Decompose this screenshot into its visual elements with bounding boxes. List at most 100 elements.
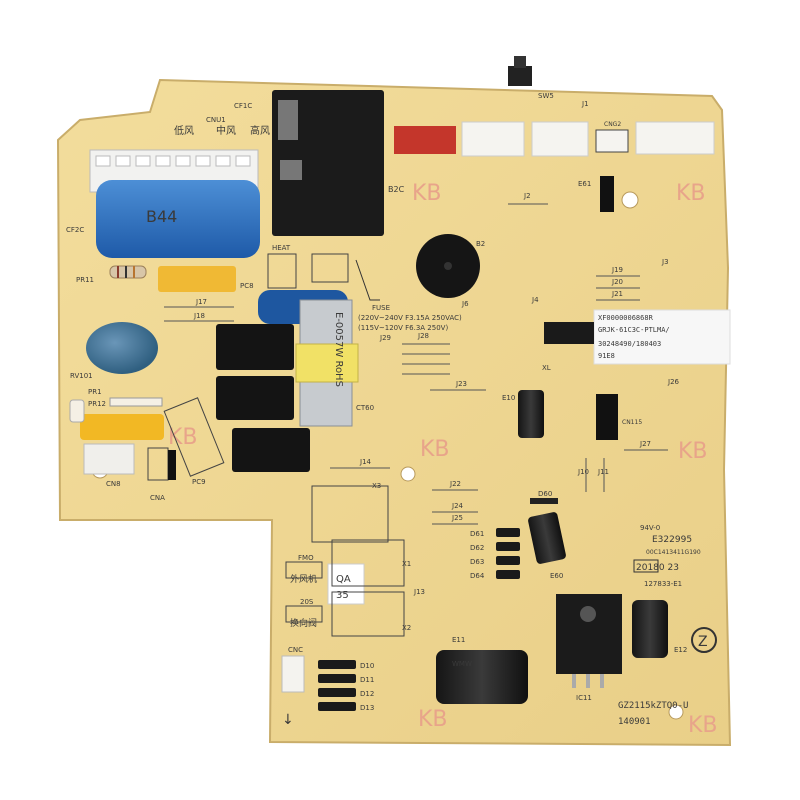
fuse-text-2: (220V~240V F3.15A 250VAC) (358, 314, 462, 322)
label-e11: E11 (452, 636, 465, 644)
part-sticker-line2: GRJK-61C3C-PTLMA/ (598, 326, 670, 334)
label-pr11: PR11 (76, 276, 94, 284)
kb-watermark: KB (412, 181, 442, 206)
label-ct60: CT60 (356, 404, 374, 412)
label-cf2c: CF2C (66, 226, 84, 234)
label-j11: J11 (597, 468, 609, 476)
mounting-hole (668, 704, 684, 720)
mounting-hole (621, 191, 639, 209)
model-code: GZ2115kZTQ0-U (618, 701, 688, 711)
label-cf1c: CF1C (234, 102, 252, 110)
label-d61: D61 (470, 530, 484, 538)
label-j20: J20 (611, 278, 623, 286)
ul-code: 00C1413411G190 (646, 549, 701, 556)
regulator-ic11 (556, 594, 622, 674)
label-outdoor-fan: 外风机 (290, 573, 317, 585)
connector-white (635, 121, 715, 155)
label-j6: J6 (461, 300, 469, 308)
label-ic11: IC11 (576, 694, 592, 702)
label-j27: J27 (639, 440, 651, 448)
fan-capacitor (96, 180, 260, 258)
label-cnc: CNC (288, 646, 303, 654)
capacitor-pc8 (158, 266, 236, 292)
qa-line2: 35 (336, 590, 349, 601)
varistor (86, 322, 158, 374)
label-d62: D62 (470, 544, 484, 552)
label-d12: D12 (360, 690, 374, 698)
board-code: 140901 (618, 717, 651, 727)
label-j26: J26 (667, 378, 680, 386)
label-j19: J19 (611, 266, 623, 274)
connector-cn8 (83, 443, 135, 475)
connector-white (531, 121, 589, 157)
capacitor-e60 (528, 512, 566, 564)
label-cna: CNA (150, 494, 165, 502)
capacitor-e10 (518, 390, 544, 438)
part-code: 127833-E1 (644, 580, 682, 588)
label-j13: J13 (413, 588, 425, 596)
label-j24: J24 (451, 502, 464, 510)
label-j4: J4 (531, 296, 539, 304)
label-fan-low: 低风 (174, 124, 194, 137)
zone-mark: Z (698, 634, 708, 650)
connector-cng2 (595, 129, 629, 153)
capacitor-e12 (632, 600, 668, 658)
label-cn8: CN8 (106, 480, 121, 488)
label-pc9: PC9 (192, 478, 206, 486)
cap-text: WMW (452, 660, 472, 668)
label-j2: J2 (523, 192, 531, 200)
ul-file: E322995 (652, 535, 692, 545)
label-heat: HEAT (272, 244, 291, 252)
label-e10: E10 (502, 394, 515, 402)
connector-red (394, 126, 456, 154)
label-j18: J18 (193, 312, 205, 320)
capacitor-e11 (436, 650, 528, 704)
main-relay (272, 90, 384, 236)
label-e61: E61 (578, 180, 591, 188)
part-sticker-line1: XF0000006868R (598, 314, 654, 322)
label-x2: X2 (402, 624, 411, 632)
kb-watermark: KB (678, 439, 708, 464)
kb-watermark: KB (676, 181, 706, 206)
label-x1: X1 (402, 560, 411, 568)
header-e61 (600, 176, 614, 212)
label-d60: D60 (538, 490, 552, 498)
label-20s: 20S (300, 598, 314, 606)
svg-text:B44: B44 (146, 207, 177, 226)
ul-grade: 94V-0 (640, 524, 660, 532)
label-j28: J28 (417, 332, 429, 340)
label-j1: J1 (581, 100, 589, 108)
label-j23: J23 (455, 380, 467, 388)
label-pr12: PR12 (88, 400, 106, 408)
part-sticker (593, 309, 731, 365)
part-sticker-line4: 91E8 (598, 352, 615, 360)
relay (216, 376, 294, 420)
label-fan-high: 高风 (250, 124, 270, 137)
kb-watermark: KB (168, 425, 198, 450)
label-d13: D13 (360, 704, 374, 712)
label-e12: E12 (674, 646, 687, 654)
label-j10: J10 (577, 468, 589, 476)
header-cn115 (596, 394, 618, 440)
label-j3: J3 (661, 258, 669, 266)
label-cng2: CNG2 (604, 121, 621, 128)
svg-text:↓: ↓ (282, 712, 294, 728)
label-j29: J29 (379, 334, 391, 342)
tact-switch (508, 66, 532, 86)
label-d10: D10 (360, 662, 374, 670)
label-d64: D64 (470, 572, 485, 580)
label-j17: J17 (195, 298, 207, 306)
label-j22: J22 (449, 480, 461, 488)
fuse-text-3: (115V~120V F6.3A 250V) (358, 324, 448, 332)
label-j25: J25 (451, 514, 463, 522)
connector-cnc (281, 655, 305, 693)
qa-line1: QA (336, 574, 351, 585)
label-cnu1: CNU1 (206, 116, 226, 124)
kb-watermark: KB (688, 713, 718, 738)
relay (216, 324, 294, 370)
label-b2c: B2C (388, 185, 405, 194)
fuse-text-1: FUSE (372, 304, 390, 312)
label-j14: J14 (359, 458, 372, 466)
part-sticker-line3: 30248490/180403 (598, 340, 661, 348)
resistor (109, 265, 147, 279)
